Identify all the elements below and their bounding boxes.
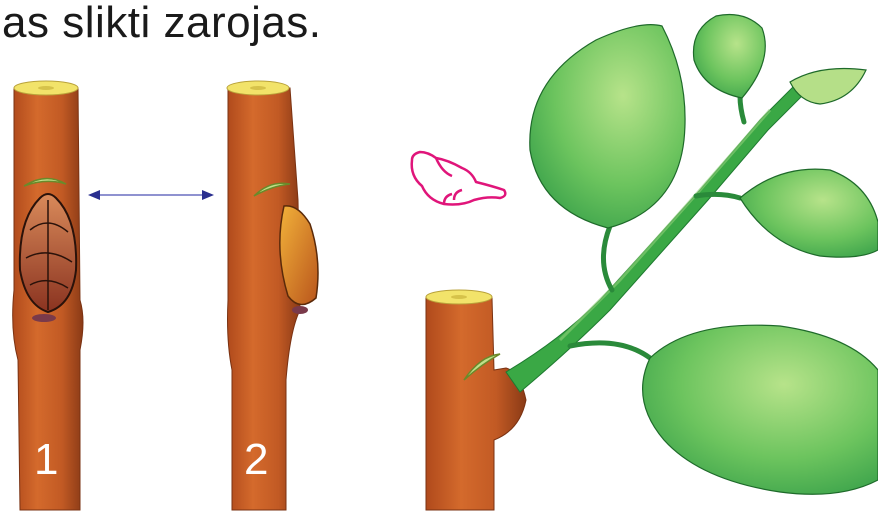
stem-two: 2 <box>227 81 318 510</box>
leaves <box>530 15 878 495</box>
leaf-right <box>740 169 878 257</box>
stem-three <box>426 290 526 510</box>
leaf-top-tip <box>790 69 866 105</box>
stem-one: 1 <box>13 81 83 510</box>
stem-one-label: 1 <box>34 435 58 484</box>
leaf-bottom <box>643 325 878 494</box>
stem-three-bark <box>426 298 526 510</box>
stem-two-label: 2 <box>244 435 268 484</box>
leaf-top-small <box>693 15 765 99</box>
double-arrow-icon <box>88 190 214 200</box>
pointing-hand-icon <box>412 152 506 205</box>
leaf-top-left <box>530 25 685 228</box>
